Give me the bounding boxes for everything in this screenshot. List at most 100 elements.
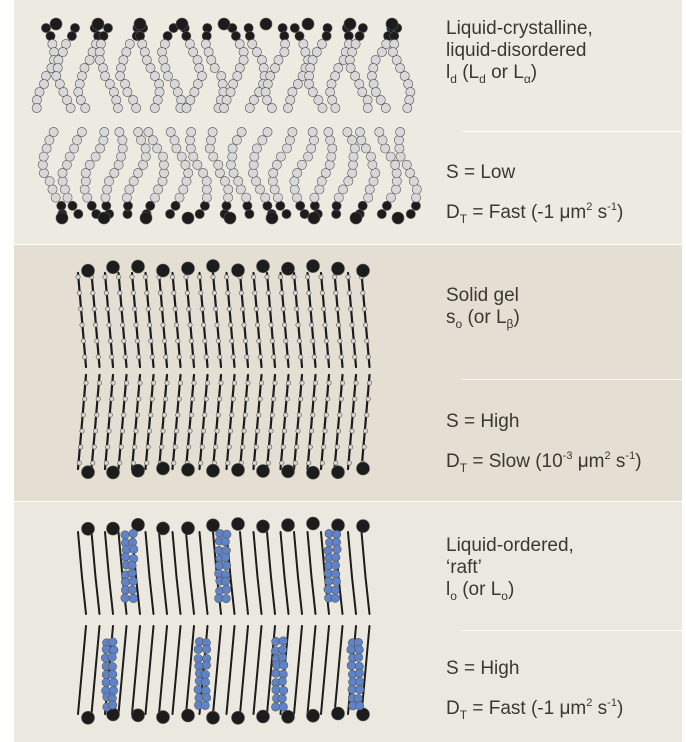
lipid-tail <box>360 271 371 369</box>
lipid-atom <box>97 380 103 386</box>
lipid-atom <box>386 192 396 203</box>
lipid-atom <box>214 322 220 328</box>
cholesterol-atom <box>107 662 117 672</box>
lipid-atom <box>122 209 133 219</box>
lipid-atom <box>115 71 125 81</box>
lipid-atom <box>225 290 231 296</box>
lipid-atom <box>158 159 169 170</box>
lipid-atom <box>41 71 51 81</box>
lipid-atom <box>140 151 151 162</box>
lipid-tail <box>171 531 182 615</box>
lipid-tail <box>306 373 317 471</box>
lipid-atom <box>171 143 182 154</box>
lipid-atom <box>161 412 167 418</box>
lipid-atom <box>175 338 181 344</box>
lipid-atom <box>157 290 163 296</box>
lipid-atom <box>240 306 246 312</box>
lipid-atom <box>310 338 316 344</box>
lipid-atom <box>280 444 286 450</box>
lipid-atom <box>287 127 298 137</box>
lipid-atom <box>136 396 142 402</box>
lipid-atom <box>242 338 248 344</box>
lipid-headgroup <box>356 461 370 476</box>
lipid-tail <box>211 271 223 369</box>
raft-bilayer-illustration <box>14 502 424 742</box>
lipid-atom <box>67 31 77 41</box>
lipid-atom <box>117 135 128 146</box>
lipid-atom <box>118 444 124 450</box>
lipid-atom <box>159 444 165 450</box>
lipid-atom <box>321 31 332 41</box>
lipid-atom <box>362 103 373 113</box>
lipid-atom <box>228 322 234 328</box>
lipid-atom <box>192 55 203 65</box>
lipid-atom <box>109 168 120 178</box>
lipid-atom <box>346 290 352 296</box>
lipid-tail <box>211 373 223 471</box>
lipid-atom <box>312 380 318 386</box>
cholesterol-atom <box>200 677 210 687</box>
lipid-atom <box>408 176 419 187</box>
lipid-atom <box>65 103 76 113</box>
cholesterol-atom <box>277 676 287 686</box>
lipid-atom <box>38 168 49 178</box>
lipid-atom <box>364 338 370 344</box>
lipid-atom <box>348 159 358 170</box>
lipid-tail <box>157 271 169 369</box>
lipid-headgroup <box>231 463 245 477</box>
lipid-atom <box>292 192 302 203</box>
lipid-atom <box>241 322 247 328</box>
lipid-atom <box>190 396 196 402</box>
lipid-atom <box>185 95 196 105</box>
phase-name: Solid gel so (or Lβ) <box>446 285 520 331</box>
lipid-atom <box>106 322 112 328</box>
lipid-atom <box>233 176 244 187</box>
diffusion-rate: DT = Slow (10-3 μm2 s-1) <box>446 450 642 475</box>
lipid-atom <box>390 159 401 170</box>
lipid-atom <box>225 159 236 170</box>
cholesterol-atom <box>127 568 137 578</box>
lipid-atom <box>287 87 298 97</box>
lipid-tail <box>346 271 358 369</box>
lipid-atom <box>174 192 185 203</box>
lipid-atom <box>79 428 85 434</box>
lipid-atom <box>93 322 99 328</box>
lipid-atom <box>272 380 278 386</box>
lipid-atom <box>271 354 277 360</box>
lipid-atom <box>230 354 236 360</box>
lipid-atom <box>176 151 187 162</box>
lipid-atom <box>307 444 313 450</box>
lipid-atom <box>201 322 207 328</box>
lipid-atom <box>107 338 113 344</box>
lipid-atom <box>82 396 88 402</box>
cholesterol-atom <box>129 544 139 554</box>
lipid-atom <box>330 71 340 81</box>
lipid-atom <box>292 168 303 178</box>
lipid-atom <box>120 322 126 328</box>
lipid-atom <box>265 460 271 466</box>
lipid-atom <box>145 63 156 73</box>
lipid-atom <box>350 71 360 81</box>
lipid-atom <box>320 168 331 178</box>
lipid-atom <box>391 184 401 195</box>
lipid-atom <box>210 274 216 280</box>
lipid-atom <box>128 176 139 187</box>
lipid-atom <box>262 95 272 105</box>
lipid-atom <box>151 380 157 386</box>
lipid-atom <box>325 396 331 402</box>
lipid-atom <box>335 322 341 328</box>
lipid-atom <box>47 39 58 49</box>
lipid-atom <box>362 428 368 434</box>
lipid-atom <box>117 290 123 296</box>
cholesterol-atom <box>220 537 230 547</box>
lipid-tail <box>279 531 290 615</box>
lipid-atom <box>256 55 267 65</box>
lipid-headgroup <box>181 261 195 276</box>
cholesterol-atom <box>331 552 341 562</box>
lipid-atom <box>391 176 402 187</box>
cholesterol-atom <box>200 700 210 710</box>
cholesterol-atom <box>202 644 212 654</box>
cholesterol-atom <box>330 560 340 570</box>
lipid-atom <box>284 135 295 146</box>
lipid-atom <box>48 127 59 137</box>
